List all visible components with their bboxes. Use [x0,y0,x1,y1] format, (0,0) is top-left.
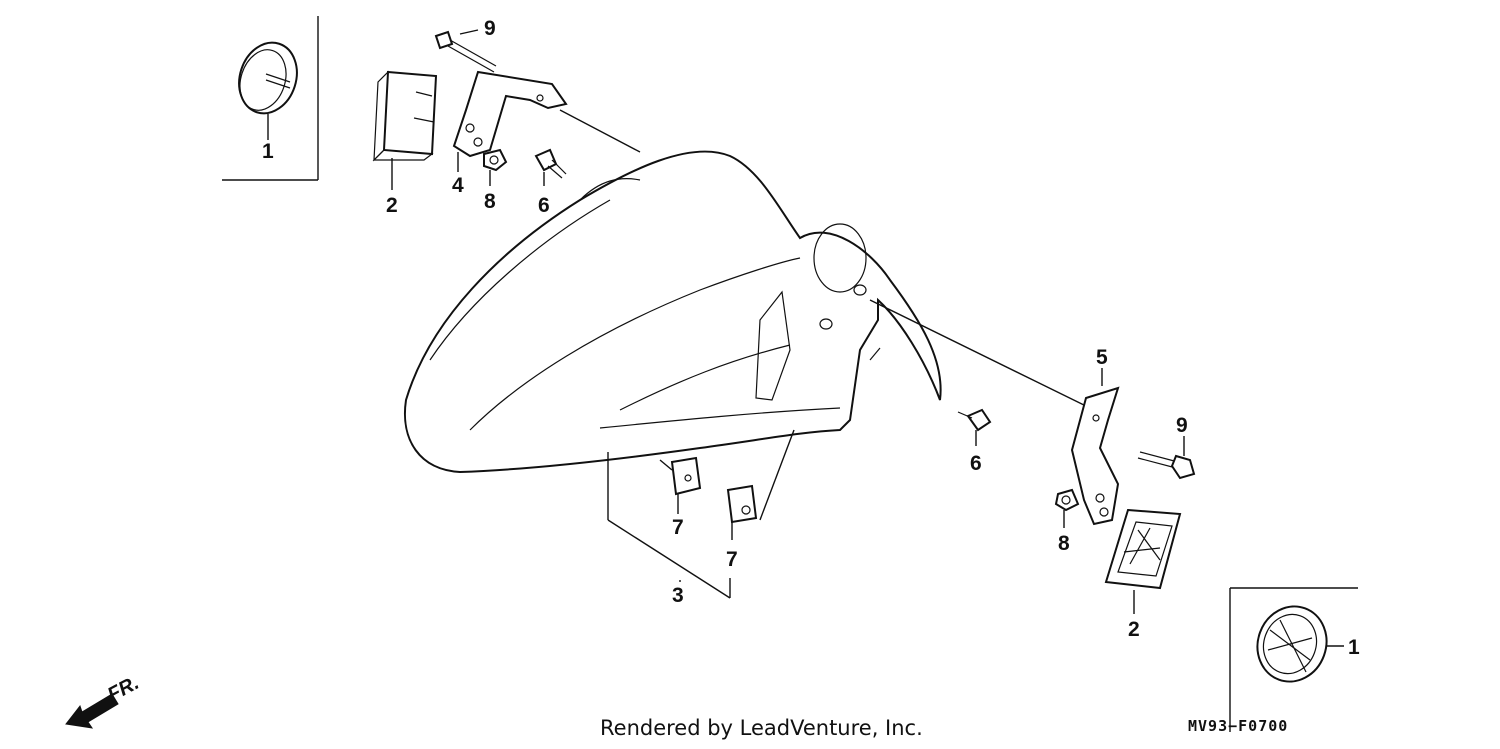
callout-8-bottom: 8 [1058,532,1070,555]
part-bolt-right [1137,436,1196,480]
inset-frame-bottom-right [1229,587,1358,732]
callout-9-right: 9 [1176,414,1188,437]
callout-7-right: 7 [726,548,738,571]
callout-6-top: 6 [538,194,550,217]
part-rect-reflector-top [372,70,438,190]
callout-9-top: 9 [484,17,496,40]
part-nut-bottom [1054,488,1080,528]
callout-7-left: 7 [672,516,684,539]
part-clip-right [726,484,758,540]
rendered-by-footer: Rendered by LeadVenture, Inc. [600,716,923,740]
part-nut-top [483,148,508,186]
callout-8-top: 8 [484,190,496,213]
callout-2-top: 2 [386,194,398,217]
part-bracket-right [1070,368,1120,526]
leader-bracket-right [869,299,1091,409]
part-screw-middle [957,408,992,446]
inset-frame-top-left [222,16,319,181]
callout-3: 3 [672,584,684,607]
callout-2-bottom: 2 [1128,618,1140,641]
part-bracket-left [452,70,568,172]
front-direction-arrow: FR. [65,672,143,729]
callout-5: 5 [1096,346,1108,369]
callout-1-bottom: 1 [1348,636,1360,659]
part-screw-top [534,148,567,186]
leader-bracket-top [559,109,641,153]
leader-part-3 [607,429,795,599]
callout-6-middle: 6 [970,452,982,475]
part-clip-left [659,456,702,514]
part-rect-reflector-bottom [1104,508,1182,614]
callout-1-top: 1 [262,140,274,163]
diagram-code: MV93−F0700 [1188,717,1289,735]
part-front-fender [404,150,942,474]
part-round-reflector-top [238,41,298,140]
part-round-reflector-bottom [1256,605,1344,683]
callout-4: 4 [452,174,464,197]
part-bolt-top [434,29,497,73]
